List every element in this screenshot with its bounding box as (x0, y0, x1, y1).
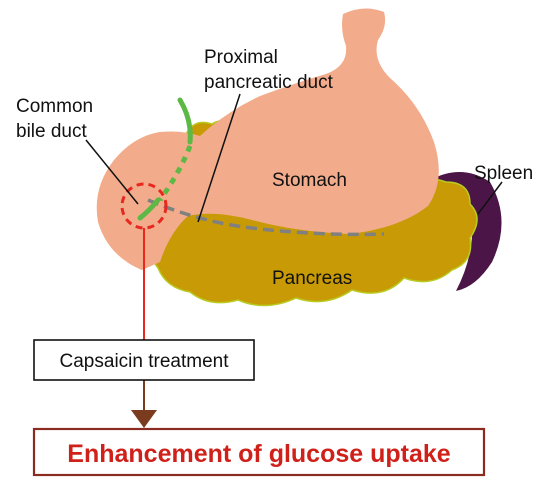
label-pancreas: Pancreas (272, 268, 352, 289)
label-stomach: Stomach (272, 170, 347, 191)
spleen-shape (430, 171, 502, 291)
common-bile-duct-line (177, 97, 193, 145)
label-proximal-pancreatic-duct-line1: Proximal (204, 47, 278, 68)
down-arrow-head (131, 410, 157, 428)
common-bile-duct-terminal (137, 197, 161, 221)
treatment-box (33, 339, 255, 381)
result-box (32, 427, 486, 477)
label-common-bile-duct-line2: bile duct (16, 121, 87, 142)
stomach-shape (96, 8, 439, 270)
common-bile-duct-dotted (157, 145, 193, 202)
label-common-bile-duct-line1: Common (16, 96, 93, 117)
proximal-duct-leader (197, 93, 241, 223)
treatment-box-label: Capsaicin treatment (60, 351, 230, 372)
papilla-highlight-circle (120, 182, 168, 230)
spleen-leader (477, 181, 503, 215)
label-spleen: Spleen (474, 163, 533, 184)
common-bile-duct-leader (85, 139, 139, 205)
label-proximal-pancreatic-duct-line2: pancreatic duct (204, 72, 334, 93)
result-box-label: Enhancement of glucose uptake (67, 440, 451, 468)
pancreatic-duct-line (147, 198, 385, 237)
